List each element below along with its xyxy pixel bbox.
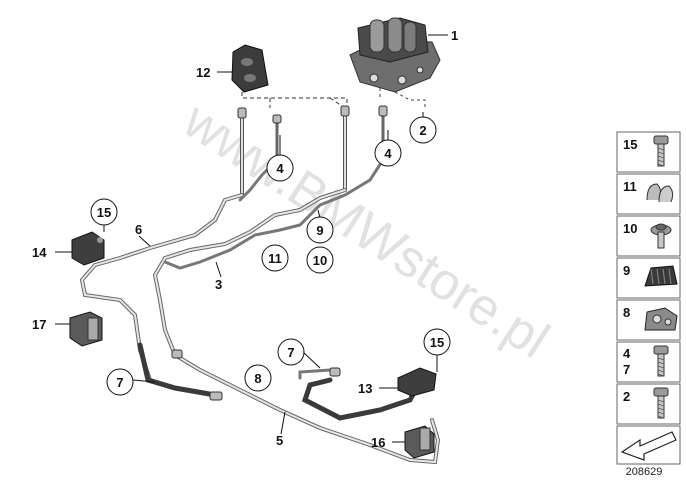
mount-bracket-13[interactable] [397,367,437,397]
double-clip-icon [646,183,674,203]
callout-16: 16 [371,435,385,450]
callout-circle-9: 9 [306,216,334,244]
legend-label: 15 [623,137,637,152]
parts-legend: 15 11 10 9 8 47 2 [616,131,681,465]
legend-row-8: 8 [616,299,681,341]
callout-circle-15b: 15 [423,328,451,356]
pipe-vertical-left [240,110,385,195]
svg-text:11: 11 [268,251,282,266]
svg-text:7: 7 [116,375,123,390]
legend-row-15: 15 [616,131,681,173]
callout-circle-7a: 7 [106,368,134,396]
callout-6: 6 [135,222,142,237]
screw-washer-icon [650,223,672,249]
callout-circle-11: 11 [261,244,289,272]
rubber-clip-icon [644,265,678,287]
legend-label: 4 [623,346,631,361]
legend-label: 2 [623,389,630,404]
callout-circle-10: 10 [306,246,334,274]
callout-circle-4a: 4 [266,154,294,182]
holder-clip-icon [644,307,678,331]
callout-12: 12 [196,65,210,80]
callout-13: 13 [358,381,372,396]
watermark: www.BMWstore.pl [173,91,559,370]
fittings [171,105,388,401]
legend-row-9: 9 [616,257,681,299]
legend-label: 9 [623,263,630,278]
svg-text:15: 15 [97,205,111,220]
legend-label: 8 [623,305,630,320]
callout-17: 17 [32,317,46,332]
legend-row-4-7: 47 [616,341,681,383]
bolt-icon [653,135,669,167]
callout-circle-2: 2 [409,116,437,144]
callout-3: 3 [215,277,222,292]
bracket-part[interactable] [231,44,269,93]
callout-circle-7b: 7 [277,338,305,366]
svg-text:8: 8 [254,371,261,386]
svg-text:7: 7 [287,345,294,360]
svg-text:4: 4 [276,161,284,176]
arrow-icon [620,431,677,461]
svg-text:4: 4 [384,146,392,161]
callout-circle-15a: 15 [90,198,118,226]
flange-bolt-icon [653,387,669,419]
legend-row-10: 10 [616,215,681,257]
svg-text:15: 15 [430,335,444,350]
valve-block-part[interactable] [349,17,441,93]
legend-label: 10 [623,221,637,236]
hex-socket-bolt-icon [653,345,669,377]
callout-circle-8: 8 [244,364,272,392]
svg-text:10: 10 [313,253,327,268]
legend-row-11: 11 [616,173,681,215]
callout-14: 14 [32,245,47,260]
legend-label: 11 [623,179,637,194]
mount-bracket-14[interactable] [71,231,105,266]
callout-circle-4b: 4 [374,139,402,167]
reference-number: 208629 [626,466,663,478]
legend-arrow-box [616,425,681,465]
svg-text:2: 2 [419,123,426,138]
svg-text:9: 9 [316,223,323,238]
clip-part-17[interactable] [69,311,103,347]
legend-label: 7 [623,362,630,377]
legend-row-2: 2 [616,383,681,425]
callout-5: 5 [276,433,283,448]
clip-part-16[interactable] [404,425,435,459]
callout-1: 1 [451,28,458,43]
hose-routing [79,158,441,465]
